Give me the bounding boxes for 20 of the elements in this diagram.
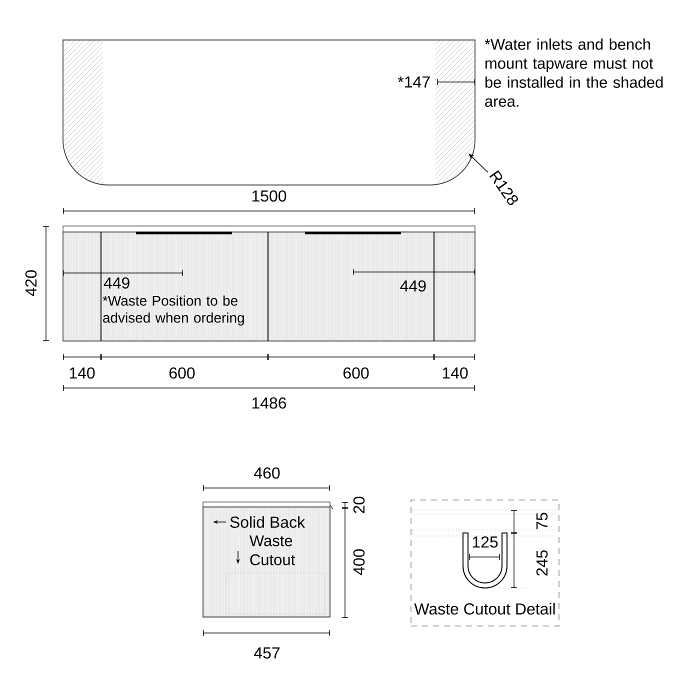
dimension-text: 600 xyxy=(343,367,369,379)
callout-text: Solid Back xyxy=(230,516,306,528)
dimension-text: *147 xyxy=(398,76,430,88)
dimension-text: 400 xyxy=(353,549,365,575)
dimension-text: 125 xyxy=(472,536,498,548)
dimension-text: 460 xyxy=(254,467,280,479)
dimension-text: 457 xyxy=(254,647,280,659)
dimension-text: 75 xyxy=(536,512,548,530)
dimension-text: 140 xyxy=(70,367,95,379)
bench-plan-drawing xyxy=(62,40,476,186)
note: *Waste Position to be advised when ordering xyxy=(102,295,244,326)
dimension-text: 20 xyxy=(353,496,365,514)
callout-text: Waste Cutout xyxy=(250,535,295,566)
dimension-text: 245 xyxy=(536,550,548,576)
dimension-text: 449 xyxy=(104,277,130,289)
dimension-text: 600 xyxy=(169,367,195,379)
dimension-text: 420 xyxy=(25,270,37,296)
dimension-text: 1486 xyxy=(252,397,286,409)
dimension-text: 140 xyxy=(442,367,468,379)
dimension-text: 449 xyxy=(400,280,426,292)
